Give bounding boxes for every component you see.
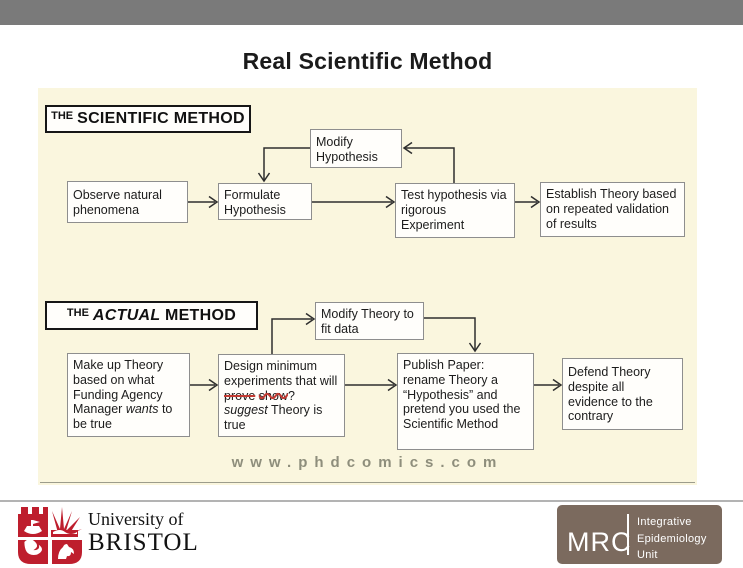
bristol-line1: University of <box>88 509 184 529</box>
text-fragment: Theory is true <box>224 403 323 432</box>
arrow-makeup-to-design <box>190 378 219 392</box>
phdcomics-watermark: www.phdcomics.com <box>231 454 504 471</box>
flow-box-defend-theory: Defend Theory despite all evidence to th… <box>562 358 683 430</box>
mrc-ieu-badge: MRC Integrative Epidemiology Unit <box>557 505 722 564</box>
mrc-unit-line: Unit <box>637 549 658 561</box>
heading-scientific-method: THE SCIENTIFIC METHOD <box>45 105 251 133</box>
text-fragment: ? <box>287 388 295 403</box>
bristol-crest-icon <box>18 507 82 564</box>
mrc-divider <box>627 514 629 555</box>
heading-the-label: THE <box>51 110 74 122</box>
bristol-line2: BRISTOL <box>88 528 199 556</box>
arrow-design-to-publish <box>345 378 398 392</box>
arrow-test-to-modify-hypothesis <box>402 141 455 183</box>
arrow-design-to-modify-theory <box>271 312 316 354</box>
bristol-logo-text: University of BRISTOL <box>88 509 199 556</box>
flow-arrows <box>188 141 563 392</box>
text-struck-show: show <box>258 388 288 403</box>
text-fragment-italic: suggest <box>224 403 268 418</box>
text-struck-prove: prove <box>224 388 256 403</box>
phd-comic-panel: THE SCIENTIFIC METHOD THE ACTUAL METHOD … <box>38 88 697 485</box>
flow-box-modify-hypothesis: Modify Hypothesis <box>310 129 402 168</box>
arrow-publish-to-defend <box>534 378 563 392</box>
flow-box-make-up-theory: Make up Theory based on what Funding Age… <box>67 353 190 437</box>
arrow-modify-hypothesis-to-formulate <box>257 147 310 183</box>
flow-box-modify-theory: Modify Theory to fit data <box>315 302 424 340</box>
heading-main-label: SCIENTIFIC METHOD <box>77 110 245 127</box>
flow-box-establish: Establish Theory based on repeated valid… <box>540 182 685 237</box>
mrc-unit-line: Integrative <box>637 516 692 528</box>
text-fragment: to be true <box>73 402 173 431</box>
mrc-abbr: MRC <box>567 527 632 557</box>
flow-box-test: Test hypothesis via rigorous Experiment <box>395 183 515 238</box>
arrow-observe-to-formulate <box>188 195 219 209</box>
comic-bottom-line <box>40 482 695 483</box>
heading-method-label: METHOD <box>164 306 237 324</box>
arrow-test-to-establish <box>515 195 541 209</box>
heading-the-label: THE <box>66 306 89 319</box>
flow-box-publish-paper: Publish Paper: rename Theory a “Hypothes… <box>397 353 534 450</box>
footer-separator-line <box>0 500 743 502</box>
flow-box-formulate: Formulate Hypothesis <box>218 183 312 220</box>
slide-title: Real Scientific Method <box>242 48 493 74</box>
arrow-formulate-to-test <box>312 195 396 209</box>
mrc-unit-name: Integrative Epidemiology Unit <box>637 514 707 564</box>
arrow-modify-theory-to-publish <box>424 317 482 353</box>
text-fragment: Design minimum experiments that will <box>224 359 338 388</box>
text-fragment-italic: wants <box>125 402 159 417</box>
top-gray-bar <box>0 0 743 25</box>
heading-actual-method: THE ACTUAL METHOD <box>45 301 258 330</box>
text-fragment: Make up Theory based on what Funding Age… <box>73 358 164 417</box>
heading-actual-label: ACTUAL <box>92 306 161 324</box>
flow-box-observe: Observe natural phenomena <box>67 181 188 223</box>
flow-box-design-experiments: Design minimum experiments that will pro… <box>218 354 345 437</box>
mrc-unit-line: Epidemiology <box>637 532 707 545</box>
